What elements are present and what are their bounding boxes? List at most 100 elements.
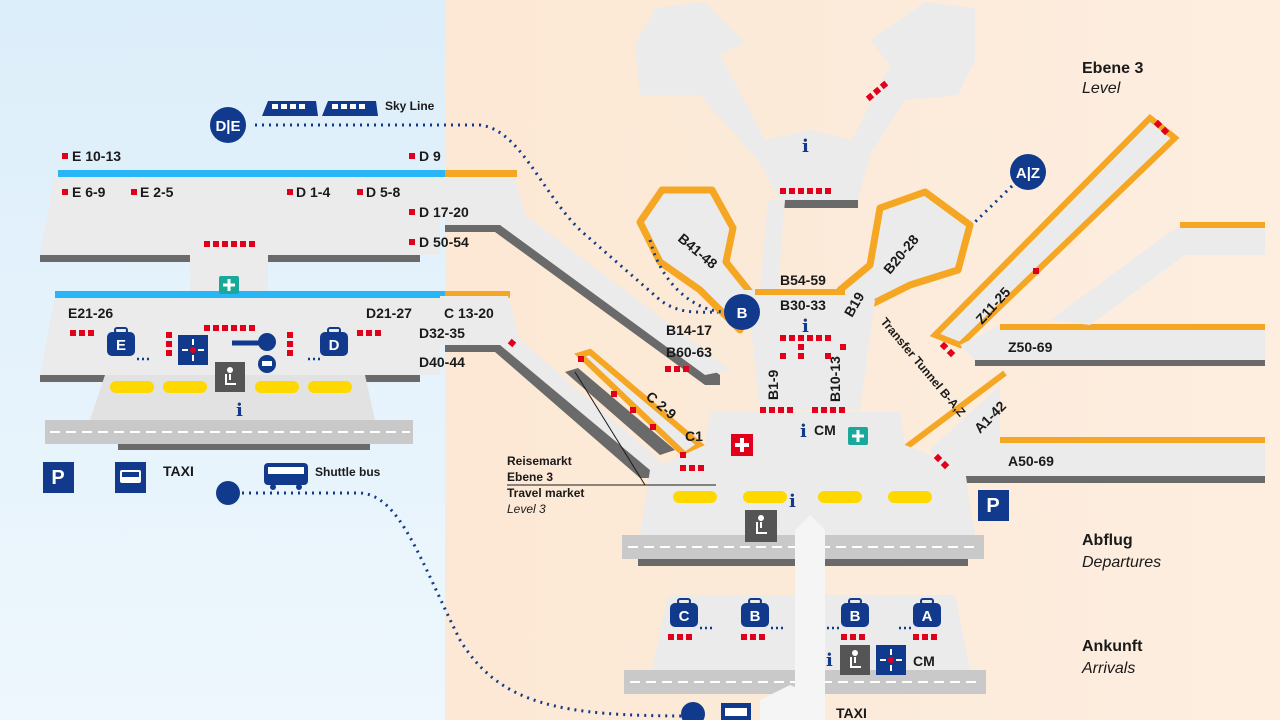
- gate-label-d5: D 5-8: [366, 184, 400, 200]
- arrivals-en: Arrivals: [1081, 660, 1135, 677]
- travel-market-line-1: Reisemarkt: [507, 454, 572, 468]
- gate-label-c1: C1: [685, 428, 703, 444]
- arrivals-checkin-c-icon[interactable]: C: [670, 598, 715, 630]
- skyline-route: [255, 123, 725, 314]
- pier-lower-cyan-edge: [55, 291, 445, 298]
- travel-market-line-3: Travel market: [507, 486, 584, 500]
- gate-label-d17: D 17-20: [419, 204, 469, 220]
- t1-parking-icon[interactable]: P: [978, 490, 1009, 521]
- arrivals-cm-label: CM: [913, 653, 935, 669]
- info-icon-b-central: i: [802, 316, 809, 337]
- t2-taxi-label: TAXI: [163, 463, 194, 479]
- gate-label-e6: E 6-9: [72, 184, 106, 200]
- arrivals-meeting-point-icon: [876, 645, 906, 675]
- pod-b41: [636, 186, 754, 334]
- pier-c-shadow: [565, 368, 675, 455]
- skyline-de-badge[interactable]: [210, 107, 246, 143]
- t2-bus-icon[interactable]: [115, 462, 146, 493]
- pier-z: [929, 113, 1180, 349]
- connector-d50-band: [445, 222, 720, 385]
- svg-text:E: E: [116, 337, 126, 354]
- svg-text:B: B: [850, 608, 861, 625]
- travel-market-leader: [574, 371, 646, 486]
- terminal-1: B41-48 B20-28 B54-59 B30-33 B19 B14-17 B…: [507, 2, 1265, 720]
- gate-label-a50: A50-69: [1008, 453, 1054, 469]
- t2-parking-icon[interactable]: P: [43, 462, 74, 493]
- gate-label-b10: B10-13: [827, 356, 843, 402]
- key-car-rental-icon: [232, 333, 276, 373]
- skyline[interactable]: D|E Sky Line: [210, 99, 725, 314]
- t1-taxi-label: TAXI: [836, 705, 867, 720]
- b-pod-route: [648, 239, 725, 314]
- pier-upper: [40, 172, 515, 255]
- gate-label-e10: E 10-13: [72, 148, 121, 164]
- pier-b-stem: [760, 200, 785, 290]
- t2-gate-markers: [62, 153, 517, 356]
- first-aid-icon: [219, 276, 239, 294]
- gate-label-b30: B30-33: [780, 297, 826, 313]
- gate-label-b14: B14-17: [666, 322, 712, 338]
- gate-label-z50: Z50-69: [1008, 339, 1053, 355]
- svg-text:D|E: D|E: [215, 118, 240, 135]
- arrivals-checkin-b1-icon[interactable]: B: [741, 598, 786, 630]
- level-legend: Ebene 3 Level Abflug Departures Ankunft …: [1081, 60, 1161, 677]
- svg-text:A|Z: A|Z: [1016, 165, 1040, 182]
- svg-text:P: P: [986, 495, 999, 517]
- b-pier-badge[interactable]: B: [724, 294, 760, 330]
- svg-text:D: D: [329, 337, 340, 354]
- connector-d32-band: [445, 343, 650, 478]
- checkin-d-icon[interactable]: D: [305, 327, 348, 361]
- gate-label-b1: B1-9: [765, 369, 781, 400]
- gate-label-e2: E 2-5: [140, 184, 174, 200]
- info-cm-label: CM: [814, 422, 836, 438]
- gate-label-c13: C 13-20: [444, 305, 494, 321]
- svg-text:B: B: [750, 608, 761, 625]
- first-aid-cross-icon: [731, 434, 753, 456]
- medical-icon: [848, 427, 868, 445]
- gate-label-e21: E21-26: [68, 305, 113, 321]
- skyline-label: Sky Line: [385, 99, 435, 113]
- svg-text:P: P: [51, 467, 64, 489]
- az-pier-badge[interactable]: A|Z: [1010, 154, 1046, 190]
- arrivals-walkway: [760, 685, 825, 720]
- info-icon: i: [236, 400, 243, 421]
- t1-bus-icon[interactable]: [721, 703, 751, 720]
- travel-market-line-2: Ebene 3: [507, 470, 553, 484]
- svg-text:C: C: [679, 608, 690, 625]
- gate-label-d40: D40-44: [419, 354, 465, 370]
- arrivals-checkin-a-icon[interactable]: A: [896, 598, 941, 630]
- pier-a-shadow: [960, 476, 1265, 483]
- gate-label-d1: D 1-4: [296, 184, 330, 200]
- gate-label-b60: B60-63: [666, 344, 712, 360]
- t2-yellow-markers: [110, 381, 352, 393]
- checkin-e-icon[interactable]: E: [107, 327, 152, 361]
- meeting-point-icon: [178, 335, 208, 365]
- info-icon-departures: i: [800, 421, 807, 442]
- arrivals-info-icon: i: [826, 650, 833, 671]
- pod-b20: [836, 188, 974, 314]
- travel-market-line-4: Level 3: [507, 502, 546, 516]
- pier-b-y-shadow: [780, 200, 858, 208]
- shuttle-bus-label: Shuttle bus: [315, 465, 381, 479]
- skyline-train-icon: [262, 101, 378, 116]
- pier-b-central: [740, 290, 875, 410]
- level-de: Ebene 3: [1082, 60, 1143, 77]
- departures-en: Departures: [1082, 554, 1161, 571]
- assistance-icon: [215, 362, 245, 392]
- gate-label-d21: D21-27: [366, 305, 412, 321]
- pier-lower-orange-edge: [445, 291, 510, 298]
- t1-departures-hall: [640, 412, 975, 535]
- pier-z-shadow: [975, 360, 1265, 366]
- arrivals-de: Ankunft: [1082, 638, 1143, 655]
- departures-de: Abflug: [1082, 532, 1133, 549]
- arrivals-checkin-b2-icon[interactable]: B: [824, 598, 869, 630]
- vertical-walkway: [795, 515, 825, 720]
- shuttle-stop-t1[interactable]: [681, 702, 705, 720]
- t2-road-shadow: [118, 442, 370, 450]
- pier-c: [574, 348, 705, 459]
- pier-z-long: [960, 325, 1265, 360]
- az-route: [973, 184, 1014, 224]
- svg-text:A: A: [922, 608, 933, 625]
- pier-diag-1: [1050, 225, 1265, 325]
- shuttle-stop-t2[interactable]: [216, 481, 240, 505]
